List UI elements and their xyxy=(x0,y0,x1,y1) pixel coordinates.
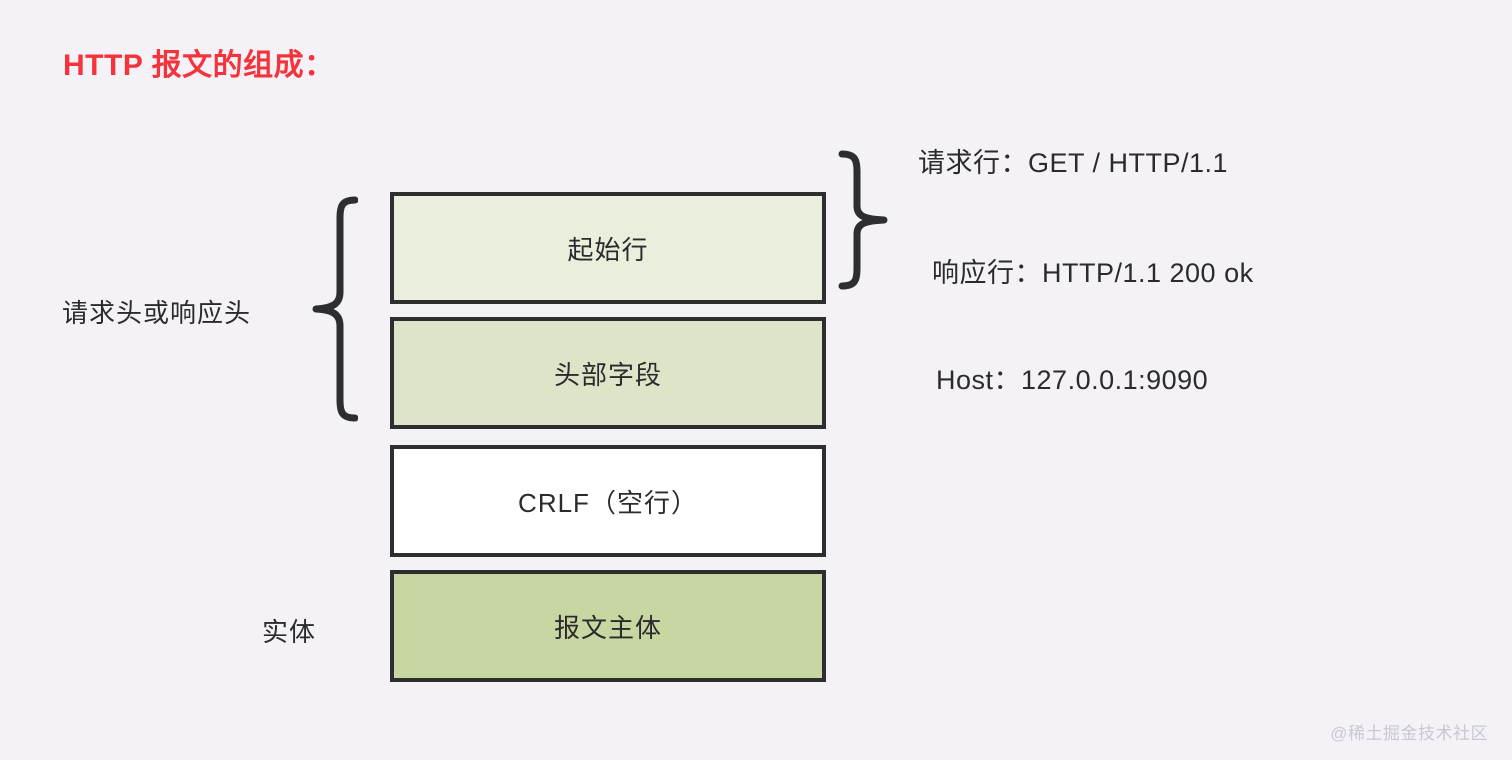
box-message-body: 报文主体 xyxy=(390,570,826,682)
left-brace-icon xyxy=(312,196,358,422)
page-title: HTTP 报文的组成： xyxy=(63,49,335,82)
annotation-request-line: 请求行：GET / HTTP/1.1 xyxy=(918,148,1229,178)
box-header-fields-label: 头部字段 xyxy=(553,359,662,390)
box-start-line-label: 起始行 xyxy=(567,234,649,265)
box-crlf-label: CRLF（空行） xyxy=(518,487,698,518)
watermark: @稀土掘金技术社区 xyxy=(1330,724,1488,743)
box-crlf: CRLF（空行） xyxy=(390,445,826,557)
box-start-line: 起始行 xyxy=(390,192,826,304)
label-request-or-response-headers: 请求头或响应头 xyxy=(62,298,252,328)
box-header-fields: 头部字段 xyxy=(390,317,826,429)
annotation-host-header: Host：127.0.0.1:9090 xyxy=(936,365,1209,395)
box-message-body-label: 报文主体 xyxy=(553,612,662,643)
label-entity: 实体 xyxy=(262,617,317,647)
right-brace-icon xyxy=(838,150,888,290)
annotation-response-line: 响应行：HTTP/1.1 200 ok xyxy=(932,258,1254,288)
